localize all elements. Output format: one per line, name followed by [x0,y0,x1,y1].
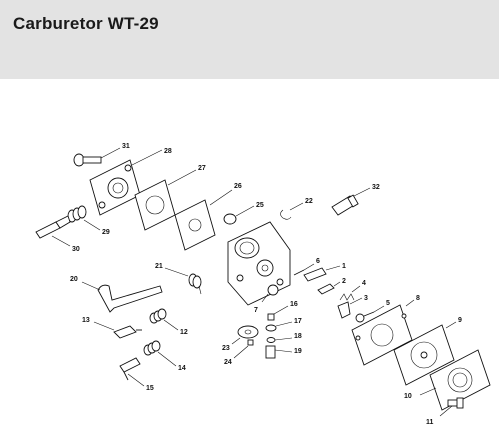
part-13-adjusting-screw [93,321,142,339]
part-label-4: 4 [362,280,366,287]
part-32-fitting [331,187,371,216]
part-19-screen [265,345,293,359]
part-15-adjusting-screw [119,357,145,387]
part-label-31: 31 [122,143,130,150]
part-24-screw [233,339,254,359]
part-2-lever [317,281,341,295]
part-label-21: 21 [155,263,163,270]
part-16-screw [267,305,289,321]
part-4-spring [339,285,361,301]
part-label-20: 20 [70,276,78,283]
part-29-spring [67,205,101,231]
part-label-22: 22 [305,198,313,205]
part-12-spring [149,308,179,331]
part-label-7: 7 [254,307,258,314]
part-1-inlet-needle [303,265,341,282]
part-label-3: 3 [364,295,368,302]
part-label-1: 1 [342,263,346,270]
part-label-23: 23 [222,345,230,352]
part-25-welch-plug [223,205,255,225]
title-banner: Carburetor WT-29 [0,0,499,79]
part-label-17: 17 [294,318,302,325]
part-label-5: 5 [386,300,390,307]
page-title: Carburetor WT-29 [13,14,159,33]
part-label-2: 2 [342,278,346,285]
part-label-18: 18 [294,333,302,340]
part-31-screw [73,147,121,167]
part-20-lever [81,281,163,313]
part-27-pump-diaphragm [134,169,197,231]
part-label-16: 16 [290,301,298,308]
part-18-ring [266,337,293,343]
part-21-torsion-spring [164,267,202,295]
part-28-pump-cover [89,149,163,216]
part-label-24: 24 [224,359,232,366]
part-17-washer [265,321,293,332]
part-label-26: 26 [234,183,242,190]
part-9-metering-diaphragm [393,321,457,386]
part-label-32: 32 [372,184,380,191]
part-label-13: 13 [82,317,90,324]
part-label-11: 11 [426,419,434,426]
part-3-screw [337,297,363,319]
part-11-screw [439,397,464,417]
part-label-9: 9 [458,317,462,324]
part-label-30: 30 [72,246,80,253]
part-label-25: 25 [256,202,264,209]
part-30-adjusting-screw [35,215,71,247]
part-label-28: 28 [164,148,172,155]
carburetor-body [227,221,291,306]
part-6-pin [293,263,315,276]
part-label-10: 10 [404,393,412,400]
part-26-gasket [174,189,233,251]
part-label-15: 15 [146,385,154,392]
part-10-cover [419,349,491,411]
part-7-ball [261,284,279,303]
part-23-disc [231,325,259,345]
part-14-spring [143,340,177,367]
part-label-12: 12 [180,329,188,336]
part-label-8: 8 [416,295,420,302]
part-8-gasket [351,299,415,366]
part-label-19: 19 [294,348,302,355]
part-label-29: 29 [102,229,110,236]
part-label-14: 14 [178,365,186,372]
part-22-e-clip [280,202,304,220]
part-label-27: 27 [198,165,206,172]
part-label-6: 6 [316,258,320,265]
part-5-screw [355,305,385,323]
